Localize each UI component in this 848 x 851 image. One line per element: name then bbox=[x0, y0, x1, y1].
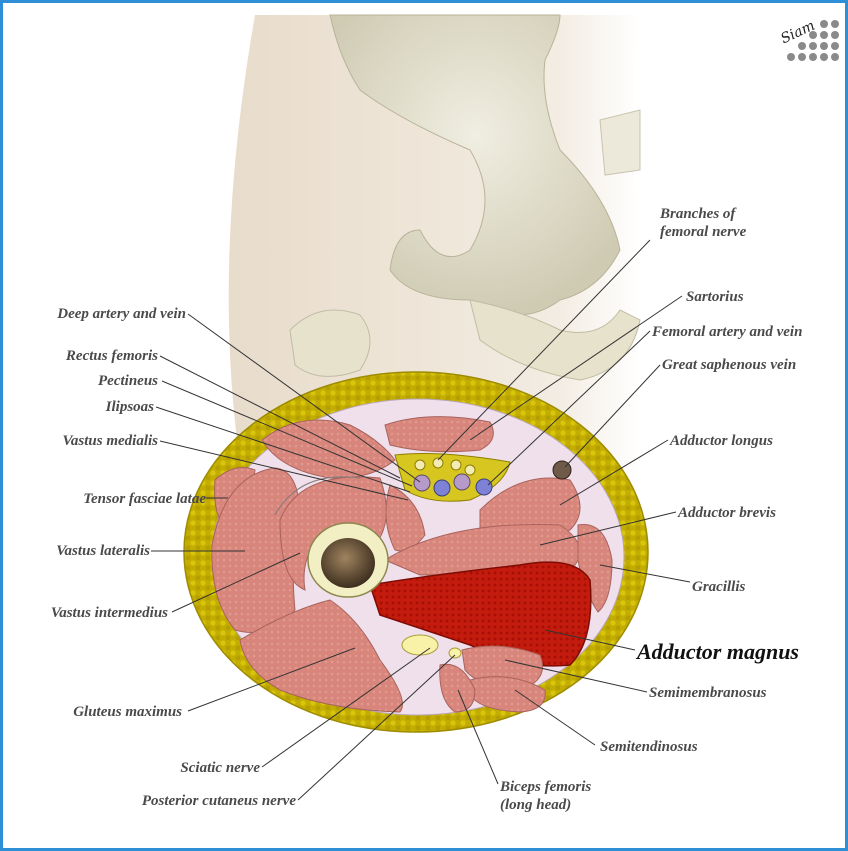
label-semimembranosus: Semimembranosus bbox=[649, 684, 767, 702]
posterior-cutaneous-nerve bbox=[449, 648, 461, 658]
sciatic-nerve bbox=[402, 635, 438, 655]
label-adductor-magnus: Adductor magnus bbox=[637, 640, 799, 664]
femoral-nerve-branch bbox=[465, 465, 475, 475]
femoral-head bbox=[290, 310, 370, 376]
label-tensor-fasciae-latae: Tensor fasciae latae bbox=[83, 490, 206, 508]
label-adductor-longus: Adductor longus bbox=[670, 432, 773, 450]
label-ilipsoas: Ilipsoas bbox=[106, 398, 154, 416]
label-deep-artery-vein: Deep artery and vein bbox=[57, 305, 186, 323]
femoral-nerve-branch bbox=[415, 460, 425, 470]
label-posterior-cutaneous-nerve: Posterior cutaneus nerve bbox=[142, 792, 296, 810]
label-great-saphenous-vein: Great saphenous vein bbox=[662, 356, 796, 374]
label-vastus-lateralis: Vastus lateralis bbox=[56, 542, 150, 560]
label-gluteus-maximus: Gluteus maximus bbox=[73, 703, 182, 721]
label-semitendinosus: Semitendinosus bbox=[600, 738, 698, 756]
deep-vein bbox=[434, 480, 450, 496]
author-logo: Siam bbox=[780, 14, 846, 64]
femur-marrow bbox=[321, 538, 375, 588]
label-branches-femoral-nerve: Branches of femoral nerve bbox=[660, 205, 746, 241]
label-vastus-medialis: Vastus medialis bbox=[63, 432, 158, 450]
sartorius-muscle bbox=[385, 417, 493, 452]
femoral-vein bbox=[476, 479, 492, 495]
femoral-nerve-branch bbox=[451, 460, 461, 470]
label-biceps-femoris: Biceps femoris (long head) bbox=[500, 778, 591, 814]
label-rectus-femoris: Rectus femoris bbox=[66, 347, 158, 365]
label-sartorius: Sartorius bbox=[686, 288, 744, 306]
label-vastus-intermedius: Vastus intermedius bbox=[51, 604, 168, 622]
femoral-artery bbox=[454, 474, 470, 490]
deep-artery bbox=[414, 475, 430, 491]
spine-vertebra bbox=[600, 110, 640, 175]
label-adductor-brevis: Adductor brevis bbox=[678, 504, 776, 522]
label-femoral-artery-vein: Femoral artery and vein bbox=[652, 323, 802, 341]
label-sciatic-nerve: Sciatic nerve bbox=[180, 759, 260, 777]
label-gracillis: Gracillis bbox=[692, 578, 745, 596]
label-pectineus: Pectineus bbox=[98, 372, 158, 390]
